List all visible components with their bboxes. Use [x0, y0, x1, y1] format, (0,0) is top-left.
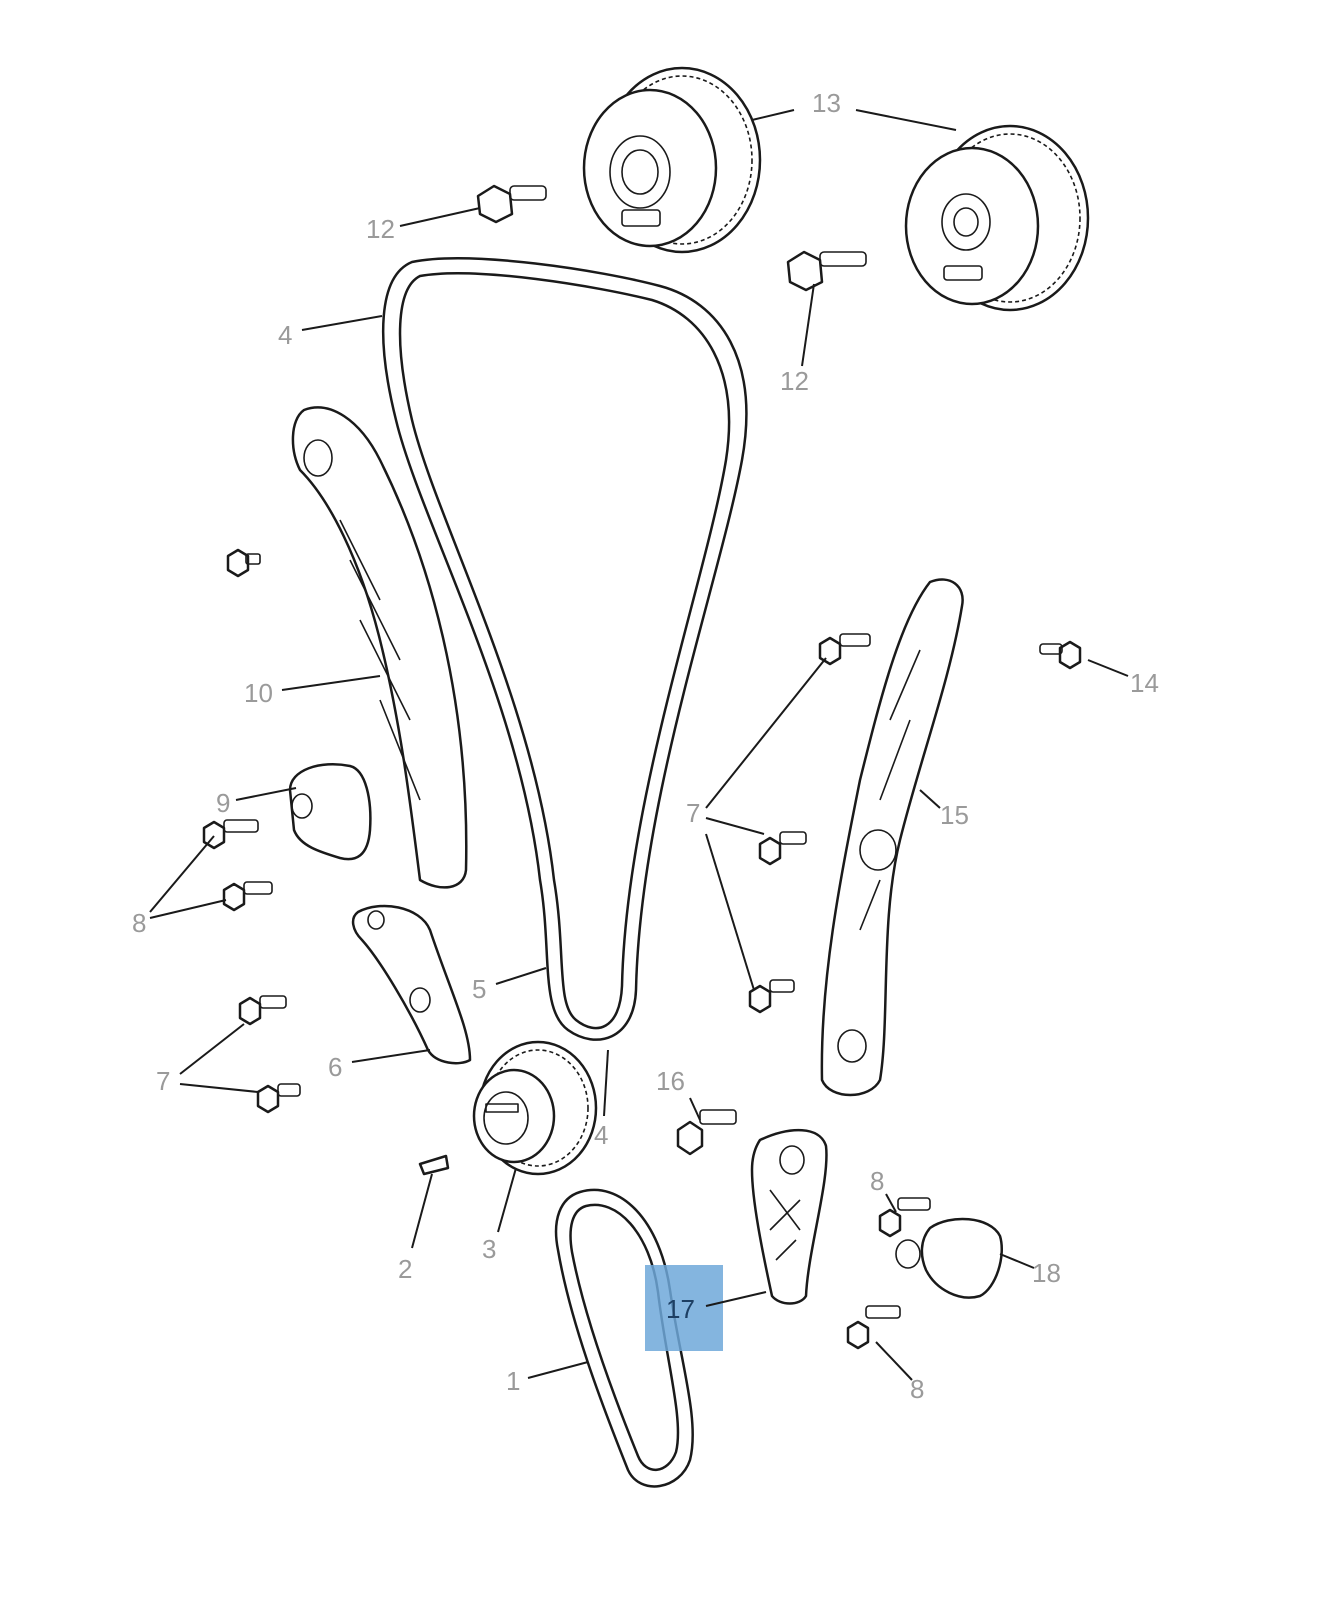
chain-guide-fixed[interactable]	[820, 578, 964, 1097]
guide-bolt-7a[interactable]	[238, 995, 287, 1026]
callout-8-right-upper[interactable]: 8	[870, 1166, 884, 1196]
callout-15[interactable]: 15	[940, 800, 969, 830]
callout-7-left[interactable]: 7	[156, 1066, 170, 1096]
callout-3[interactable]: 3	[482, 1234, 496, 1264]
guide-bolt-7e[interactable]	[748, 979, 795, 1014]
callout-14[interactable]: 14	[1130, 668, 1159, 698]
chain-guide-tensioner-side[interactable]	[291, 406, 468, 889]
guide-bolt-10-upper[interactable]	[226, 548, 261, 578]
guide-bolt-7d[interactable]	[758, 831, 807, 866]
chain-tensioner[interactable]	[288, 763, 372, 861]
callout-2[interactable]: 2	[398, 1254, 412, 1284]
oil-pump-chain-guide[interactable]	[750, 1129, 828, 1305]
callout-8-right-lower[interactable]: 8	[910, 1374, 924, 1404]
callout-12-left[interactable]: 12	[366, 214, 395, 244]
tensioner-bolt-8c[interactable]	[878, 1197, 931, 1238]
timing-chain-primary[interactable]	[381, 257, 748, 1041]
crankshaft-sprocket[interactable]	[472, 1040, 598, 1176]
callout-6[interactable]: 6	[328, 1052, 342, 1082]
callout-17-highlight	[645, 1265, 723, 1351]
callout-13[interactable]: 13	[812, 88, 841, 118]
guide-bolt-7b[interactable]	[256, 1083, 301, 1114]
tensioner-bolt-8b[interactable]	[222, 881, 273, 912]
bolt-16[interactable]	[676, 1109, 737, 1156]
oil-pump-chain-tensioner[interactable]	[895, 1217, 1003, 1299]
callout-10[interactable]: 10	[244, 678, 273, 708]
cam-sprocket-bolt-left[interactable]	[476, 184, 547, 224]
cam-sprocket-bolt-right[interactable]	[786, 250, 867, 292]
callout-9[interactable]: 9	[216, 788, 230, 818]
tensioner-bolt-8a[interactable]	[202, 819, 259, 850]
callout-5[interactable]: 5	[472, 974, 486, 1004]
leader-lines	[149, 109, 1129, 1381]
callout-17[interactable]: 17	[666, 1294, 695, 1324]
bolt-14[interactable]	[1039, 640, 1082, 670]
callout-16[interactable]: 16	[656, 1066, 685, 1096]
camshaft-sprocket-exhaust[interactable]	[904, 124, 1090, 312]
callout-12-right[interactable]: 12	[780, 366, 809, 396]
callout-4-lower[interactable]: 4	[594, 1120, 608, 1150]
callout-1[interactable]: 1	[506, 1366, 520, 1396]
callout-7-right[interactable]: 7	[686, 798, 700, 828]
tensioner-bolt-8d[interactable]	[846, 1305, 901, 1350]
callout-8-left[interactable]: 8	[132, 908, 146, 938]
callout-18[interactable]: 18	[1032, 1258, 1061, 1288]
chain-guide-secondary[interactable]	[351, 904, 472, 1065]
woodruff-key[interactable]	[418, 1154, 450, 1176]
camshaft-sprocket-intake[interactable]	[582, 66, 762, 254]
callout-4-upper[interactable]: 4	[278, 320, 292, 350]
guide-bolt-7c[interactable]	[818, 633, 871, 666]
